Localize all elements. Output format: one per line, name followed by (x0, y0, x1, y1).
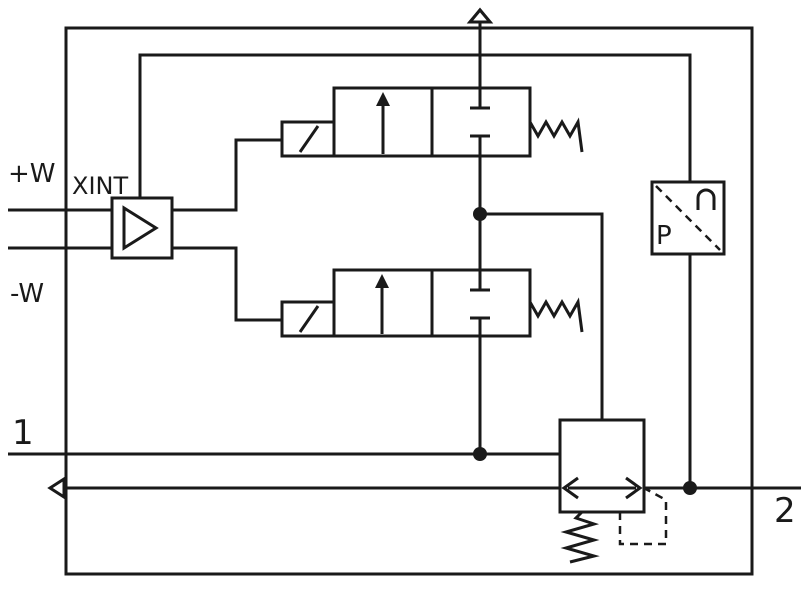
regulator-pilot-dashed-line (618, 486, 668, 546)
sensor-diagonal-dashed-line (655, 185, 721, 251)
pressure-sensor-label: P (656, 221, 672, 251)
regulator-spring-icon (560, 510, 600, 564)
plus-w-label: +W (8, 159, 56, 189)
junction-dot-pilot (473, 207, 487, 221)
upper-flow-arrow-icon (376, 92, 390, 106)
port-1-label: 1 (12, 413, 34, 453)
amp-to-lower-solenoid-wire (172, 246, 282, 322)
xint-label: XINT (72, 172, 128, 200)
amp-to-upper-solenoid-wire (172, 138, 282, 212)
lower-solenoid-valve (280, 268, 584, 338)
amplifier-triangle-icon (122, 205, 159, 251)
upper-return-spring-icon (528, 117, 584, 153)
housing-frame (64, 26, 754, 576)
pressure-regulator-valve (558, 418, 668, 564)
feedback-wire (138, 53, 692, 198)
lower-solenoid-slash-icon (298, 305, 320, 333)
lower-return-spring-icon (528, 297, 584, 333)
sensor-omega-icon (696, 188, 716, 210)
upper-solenoid-valve (280, 86, 584, 158)
junction-dot-output (683, 481, 697, 495)
pilot-line (480, 212, 604, 420)
amplifier-block (110, 196, 174, 260)
junction-dot-supply (473, 447, 487, 461)
lower-flow-arrow-icon (375, 274, 389, 288)
minus-w-label: -W (10, 279, 44, 309)
upper-solenoid-slash-icon (298, 125, 320, 153)
left-port-marker (47, 476, 66, 500)
port-2-label: 2 (774, 491, 796, 531)
pressure-sensor (650, 180, 726, 256)
